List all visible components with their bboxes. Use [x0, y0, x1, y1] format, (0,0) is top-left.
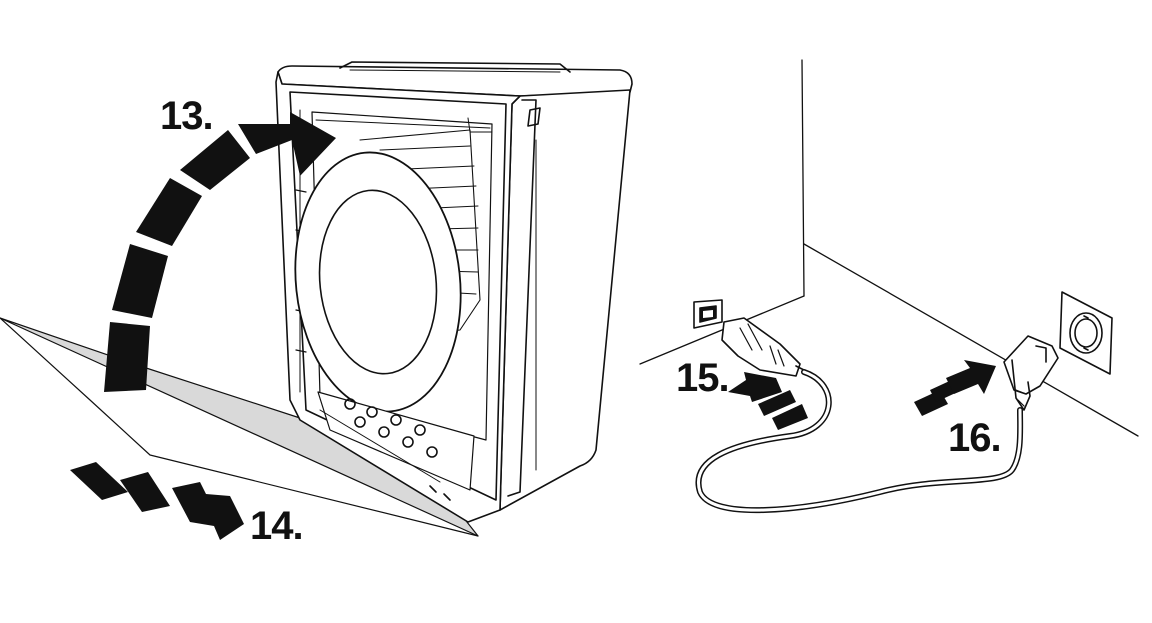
step-label-15: 15.	[676, 356, 730, 400]
wall-outlet	[1059, 291, 1113, 375]
step-label-16: 16.	[948, 416, 1002, 460]
insert-arrow-13	[104, 112, 336, 392]
power-cord-connector	[721, 317, 809, 377]
filter-sheet-edge	[0, 317, 479, 537]
step-label-14: 14.	[250, 504, 304, 548]
air-purifier	[275, 61, 633, 523]
slide-arrow-14	[70, 462, 244, 540]
room-corner	[639, 59, 1139, 437]
step-label-13: 13.	[160, 94, 214, 138]
connect-arrow-15	[728, 372, 808, 430]
plug-in-arrow-16	[914, 360, 996, 416]
power-plug	[1003, 335, 1059, 411]
device-power-inlet	[693, 299, 723, 329]
